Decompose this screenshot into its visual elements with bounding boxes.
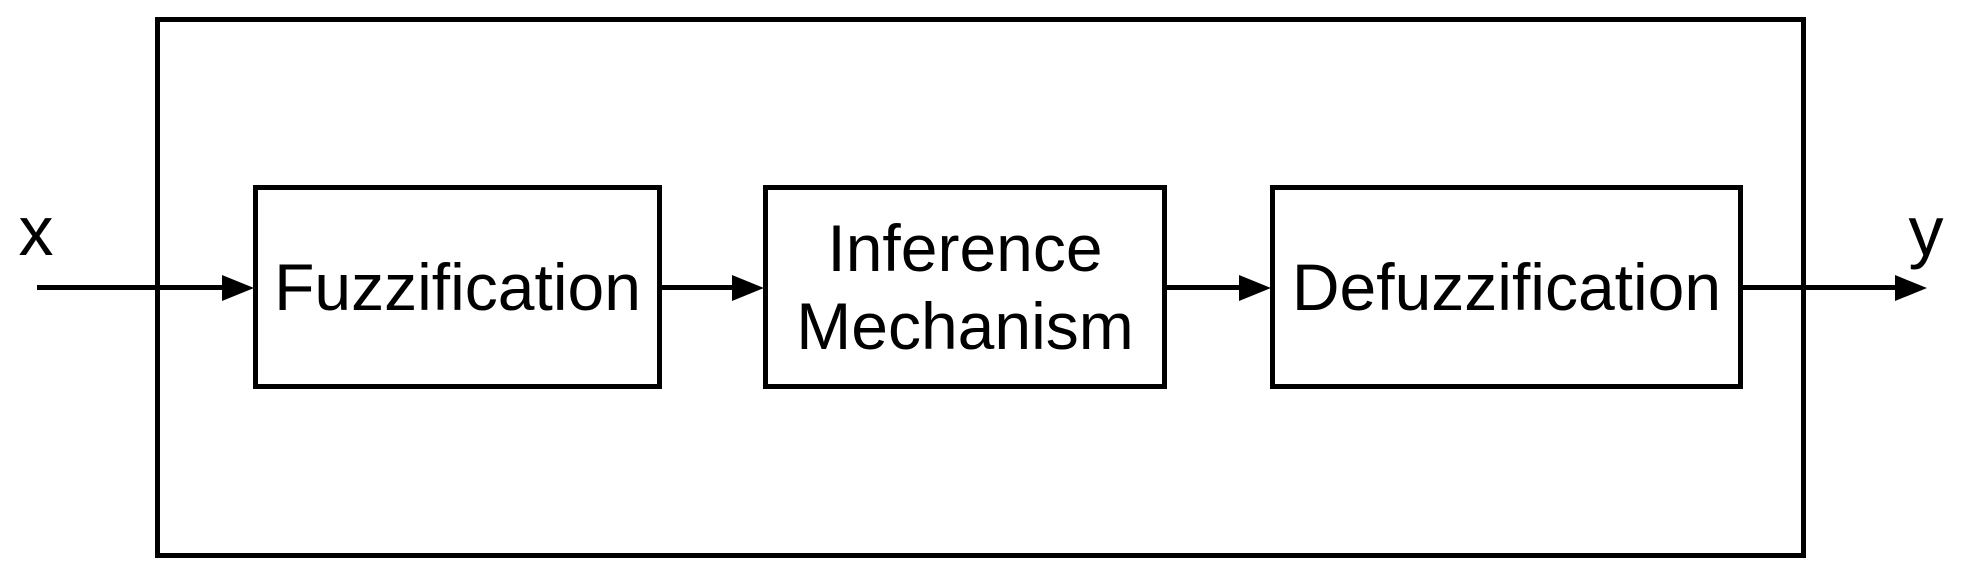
input-signal-label: x	[18, 192, 54, 270]
input-arrowhead-icon	[222, 275, 254, 301]
output-arrowhead-icon	[1895, 275, 1927, 301]
fuzzification-block: Fuzzification	[253, 185, 662, 389]
fuzzification-block-label: Fuzzification	[274, 250, 641, 324]
fuzzification-to-inference-arrow-line	[659, 285, 735, 290]
inference-mechanism-label-line1: Inference	[827, 211, 1103, 285]
defuzzification-block: Defuzzification	[1270, 185, 1743, 389]
input-arrow-line	[37, 285, 225, 290]
inference-to-defuzzification-arrowhead-icon	[1239, 275, 1271, 301]
fuzzification-to-inference-arrowhead-icon	[732, 275, 764, 301]
inference-mechanism-label-line2: Mechanism	[796, 289, 1134, 363]
inference-to-defuzzification-arrow-line	[1164, 285, 1242, 290]
defuzzification-block-label: Defuzzification	[1291, 250, 1722, 324]
output-arrow-line	[1740, 285, 1898, 290]
output-signal-label: y	[1908, 192, 1944, 270]
